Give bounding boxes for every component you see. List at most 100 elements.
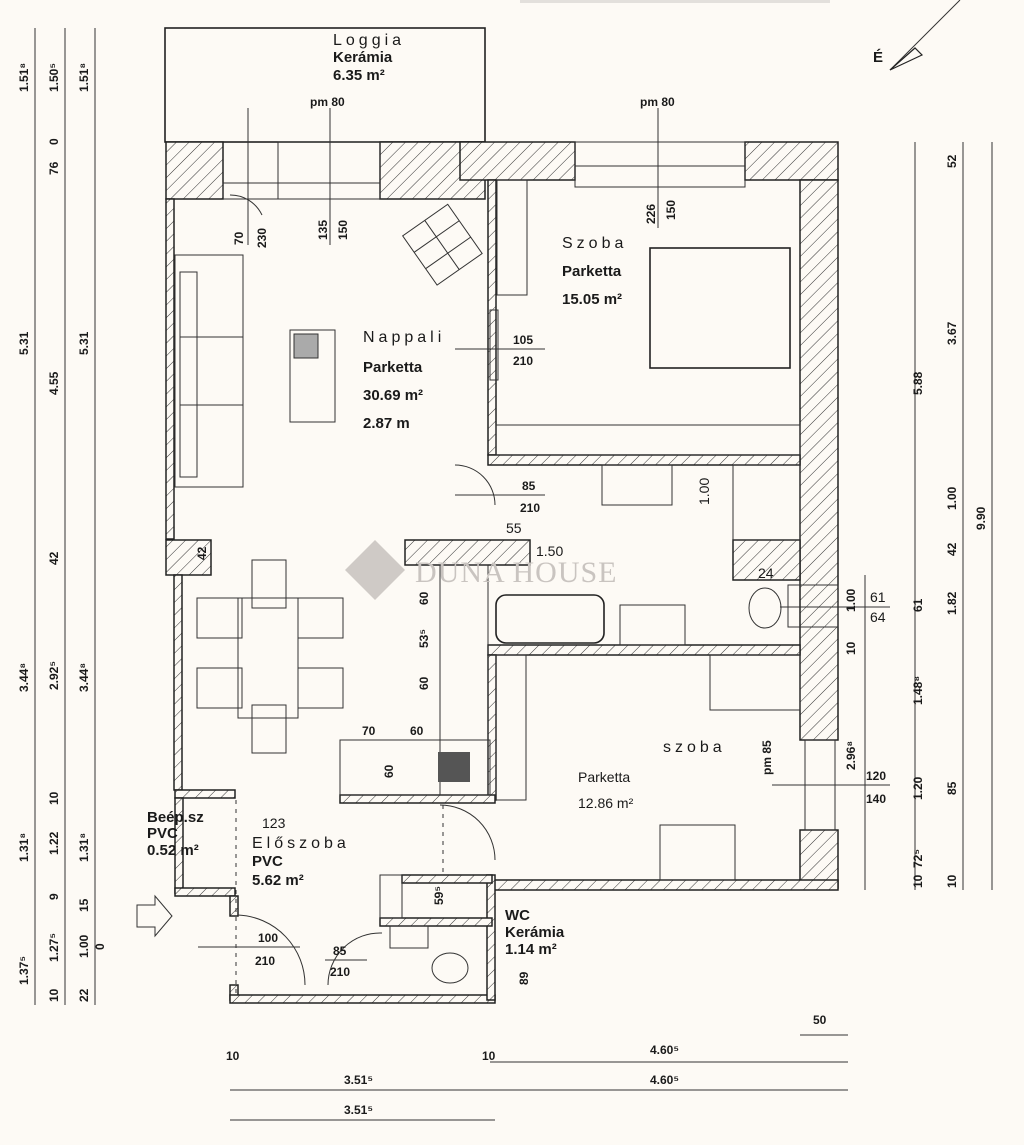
plan-label: 1.14 m² (505, 941, 557, 958)
plan-label: 3.51⁵ (344, 1103, 373, 1117)
plan-label: Parketta (363, 359, 423, 376)
plan-label: 4.55 (47, 371, 61, 395)
room-wc: WC Kerámia 1.14 m² (505, 907, 565, 958)
plan-label: 3.51⁵ (344, 1073, 373, 1087)
plan-label: pm 80 (310, 95, 345, 109)
opening-labels: pm 80 pm 80 70 230 135 150 226 150 105 2… (198, 95, 890, 985)
plan-label: Szoba (562, 235, 627, 252)
plan-label: 42 (195, 546, 209, 560)
plan-label: 120 (866, 769, 886, 783)
plan-label: Előszoba (252, 835, 350, 852)
plan-label: 140 (866, 792, 886, 806)
plan-label: 50 (813, 1013, 827, 1027)
plan-label: 150 (336, 220, 350, 240)
dimensions-right: 5.88 61 1.48⁸ 1.20 72⁵ 10 52 3.67 1.00 4… (864, 142, 993, 890)
plan-label: 60 (417, 676, 431, 690)
plan-label: 5.62 m² (252, 872, 304, 889)
plan-label: 0.52 m² (147, 842, 199, 859)
loggia-outline (164, 27, 486, 143)
plan-label: Kerámia (333, 49, 393, 66)
plan-label: PVC (147, 825, 178, 842)
plan-label: 1.27⁵ (47, 933, 61, 962)
plan-label: Beép.sz (147, 809, 204, 826)
plan-label: 1.48⁸ (911, 676, 925, 705)
plan-label: pm 85 (760, 740, 774, 775)
plan-label: 64 (870, 609, 886, 625)
plan-label: 30.69 m² (363, 387, 423, 404)
plan-label: 210 (255, 954, 275, 968)
north-label: É (873, 49, 883, 66)
plan-label: 85 (945, 781, 959, 795)
plan-label: 15 (77, 898, 91, 912)
room-loggia: Loggia Kerámia 6.35 m² (333, 32, 405, 84)
plan-label: 60 (410, 724, 424, 738)
plan-label: 9 (47, 893, 61, 900)
room-szoba-1: Szoba Parketta 15.05 m² (562, 235, 627, 308)
plan-label: 1.22 (47, 831, 61, 855)
plan-label: PVC (252, 853, 283, 870)
plan-label: 72⁵ (911, 849, 925, 868)
plan-label: szoba (663, 739, 726, 756)
plan-label: 3.67 (945, 321, 959, 345)
entrance-arrow-icon (136, 894, 173, 938)
plan-label: 1.50 (536, 543, 563, 559)
plan-label: 2.87 m (363, 415, 410, 432)
plan-label: 0 (47, 138, 61, 145)
plan-label: 24 (758, 565, 774, 581)
plan-label: 1.20 (911, 776, 925, 800)
dimensions-left: 1.51⁸ 5.31 3.44⁸ 1.31⁸ 1.37⁵ 1.50⁵ 0 76 … (17, 28, 209, 1005)
plan-label: Parketta (562, 263, 622, 280)
plan-label: 70 (232, 231, 246, 245)
plan-label: 10 (47, 988, 61, 1002)
room-szoba-2: szoba Parketta 12.86 m² (578, 739, 726, 811)
plan-label: 5.31 (77, 331, 91, 355)
plan-label: 52 (945, 154, 959, 168)
plan-label: 100 (258, 931, 278, 945)
plan-label: 105 (513, 333, 533, 347)
plan-label: Parketta (578, 769, 630, 785)
dimensions-bottom: 10 10 4.60⁵ 50 3.51⁵ 4.60⁵ 3.51⁵ (226, 1013, 848, 1121)
plan-label: 10 (226, 1049, 240, 1063)
plan-label: 1.50⁵ (47, 63, 61, 92)
plan-label: 22 (77, 988, 91, 1002)
plan-label: 2.92⁵ (47, 661, 61, 690)
plan-label: Nappali (363, 329, 445, 346)
plan-label: 1.37⁵ (17, 956, 31, 985)
plan-label: 2.96⁸ (844, 741, 858, 770)
plan-label: 1.00 (945, 486, 959, 510)
plan-label: 210 (330, 965, 350, 979)
plan-label: 15.05 m² (562, 291, 622, 308)
plan-label: 5.88 (911, 371, 925, 395)
room-eloszoba: Előszoba PVC 5.62 m² (252, 835, 350, 889)
plan-label: 1.51⁸ (17, 63, 31, 92)
plan-label: 1.51⁸ (77, 63, 91, 92)
plan-label: 70 (362, 724, 376, 738)
plan-label: 1.31⁸ (77, 833, 91, 862)
plan-label: 226 (644, 204, 658, 224)
plan-label: 61 (870, 589, 886, 605)
plan-label: 135 (316, 220, 330, 240)
plan-label: 1.00 (844, 588, 858, 612)
plan-label: 10 (945, 874, 959, 888)
plan-label: 1.00 (77, 934, 91, 958)
plan-label: 150 (664, 200, 678, 220)
plan-label: 210 (520, 501, 540, 515)
room-nappali: Nappali Parketta 30.69 m² 2.87 m (363, 329, 445, 432)
plan-label: Loggia (333, 32, 405, 49)
watermark-text: DUNA HOUSE (415, 556, 618, 589)
furniture (174, 179, 801, 984)
plan-label: 12.86 m² (578, 795, 634, 811)
plan-label: 10 (47, 791, 61, 805)
plan-label: 4.60⁵ (650, 1073, 679, 1087)
plan-label: 10 (844, 641, 858, 655)
plan-label: 42 (47, 551, 61, 565)
watermark: DUNA HOUSE (345, 540, 618, 600)
plan-label: 59⁵ (432, 886, 446, 905)
room-beepitett-szekreny: Beép.sz PVC 0.52 m² (147, 809, 204, 859)
plan-label: 0 (93, 943, 107, 950)
plan-label: 60 (382, 764, 396, 778)
plan-label: 4.60⁵ (650, 1043, 679, 1057)
plan-label: 6.35 m² (333, 67, 385, 84)
north-arrow-icon: É (873, 0, 961, 71)
walls (165, 141, 839, 1004)
